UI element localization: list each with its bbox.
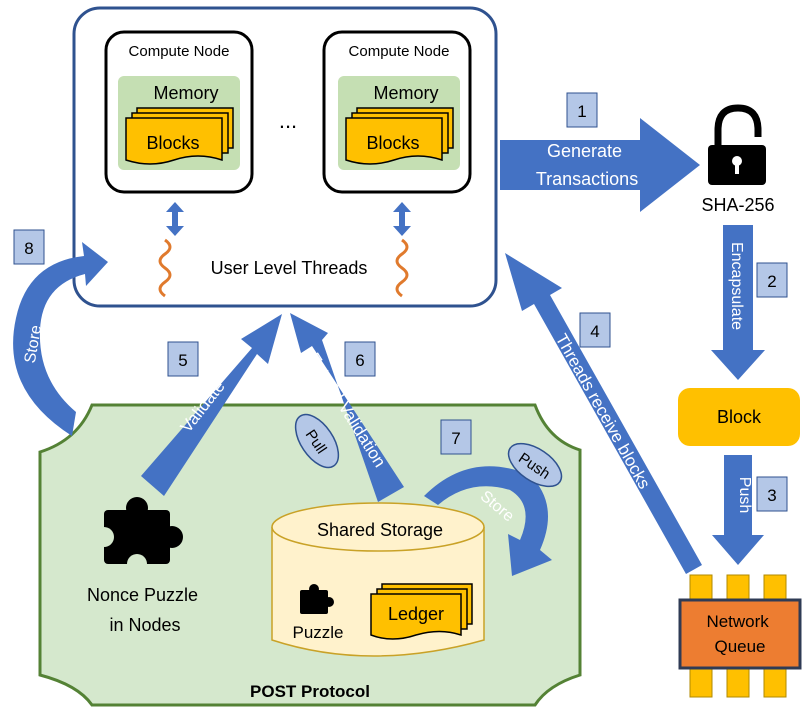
block-node (678, 388, 800, 446)
network-queue-box (678, 598, 802, 670)
svg-text:6: 6 (355, 351, 364, 370)
step-box-5: 5 (167, 341, 199, 377)
svg-text:3: 3 (767, 486, 776, 505)
step-box-2: 2 (756, 262, 788, 298)
push-to-queue-label: Push (736, 477, 753, 513)
ledger-stack-icon (370, 583, 473, 640)
step-box-1: 1 (566, 92, 598, 128)
generate-transactions-label: Generate Transactions (536, 141, 638, 189)
memory-thread-link-icon (166, 202, 184, 236)
step-box-7: 7 (440, 419, 472, 455)
encapsulate-arrow (711, 225, 765, 380)
step-box-3: 3 (756, 476, 788, 512)
pull-bubble (294, 413, 340, 469)
block-label: Block (717, 407, 762, 427)
svg-text:1: 1 (577, 102, 586, 121)
step-box-4: 4 (579, 312, 611, 348)
blocks-label: Blocks (146, 133, 199, 153)
thread-squiggle-icon (395, 238, 409, 298)
push-to-queue-arrow (712, 455, 764, 565)
thread-squiggle-icon (158, 238, 172, 298)
shared-storage-label: Shared Storage (317, 520, 443, 540)
extend-validation-arrow (290, 313, 404, 502)
user-level-threads-label: User Level Threads (211, 258, 368, 278)
encapsulate-label: Encapsulate (728, 242, 745, 330)
svg-text:4: 4 (590, 322, 599, 341)
blocks-stack-icon (125, 107, 234, 165)
svg-text:7: 7 (451, 429, 460, 448)
memory-label: Memory (153, 83, 218, 103)
compute-node-title: Compute Node (349, 43, 450, 60)
memory-label: Memory (373, 83, 438, 103)
svg-text:8: 8 (24, 239, 33, 258)
post-protocol-label: POST Protocol (250, 682, 370, 701)
compute-node-2: Compute Node Memory Blocks (322, 30, 472, 194)
threads-receive-blocks-arrow (505, 253, 702, 574)
network-queue-label: Network Queue (706, 612, 773, 656)
svg-text:5: 5 (178, 351, 187, 370)
validate-arrow (141, 314, 282, 496)
generate-transactions-arrow (500, 118, 700, 212)
memory-thread-link-icon (393, 202, 411, 236)
svg-text:2: 2 (767, 272, 776, 291)
push-bubble (507, 442, 563, 488)
store-label-left: Store (22, 324, 45, 365)
small-puzzle-icon (300, 584, 334, 614)
ledger-label: Ledger (388, 604, 444, 624)
step-box-6: 6 (344, 341, 376, 377)
sha-256-label: SHA-256 (701, 195, 774, 215)
nonce-puzzle-label: Nonce Puzzle in Nodes (87, 585, 203, 635)
ellipsis: ... (279, 108, 297, 133)
step-box-8: 8 (13, 229, 45, 265)
blocks-stack-icon (345, 107, 454, 165)
puzzle-piece-icon (94, 497, 183, 574)
compute-node-title: Compute Node (129, 43, 230, 60)
store-curved-arrow-right (424, 466, 552, 576)
blocks-label: Blocks (366, 133, 419, 153)
compute-node-1: Compute Node Memory Blocks (104, 30, 254, 194)
store-curved-arrow-left (13, 242, 108, 436)
puzzle-label: Puzzle (292, 623, 343, 642)
lock-icon (708, 104, 766, 185)
